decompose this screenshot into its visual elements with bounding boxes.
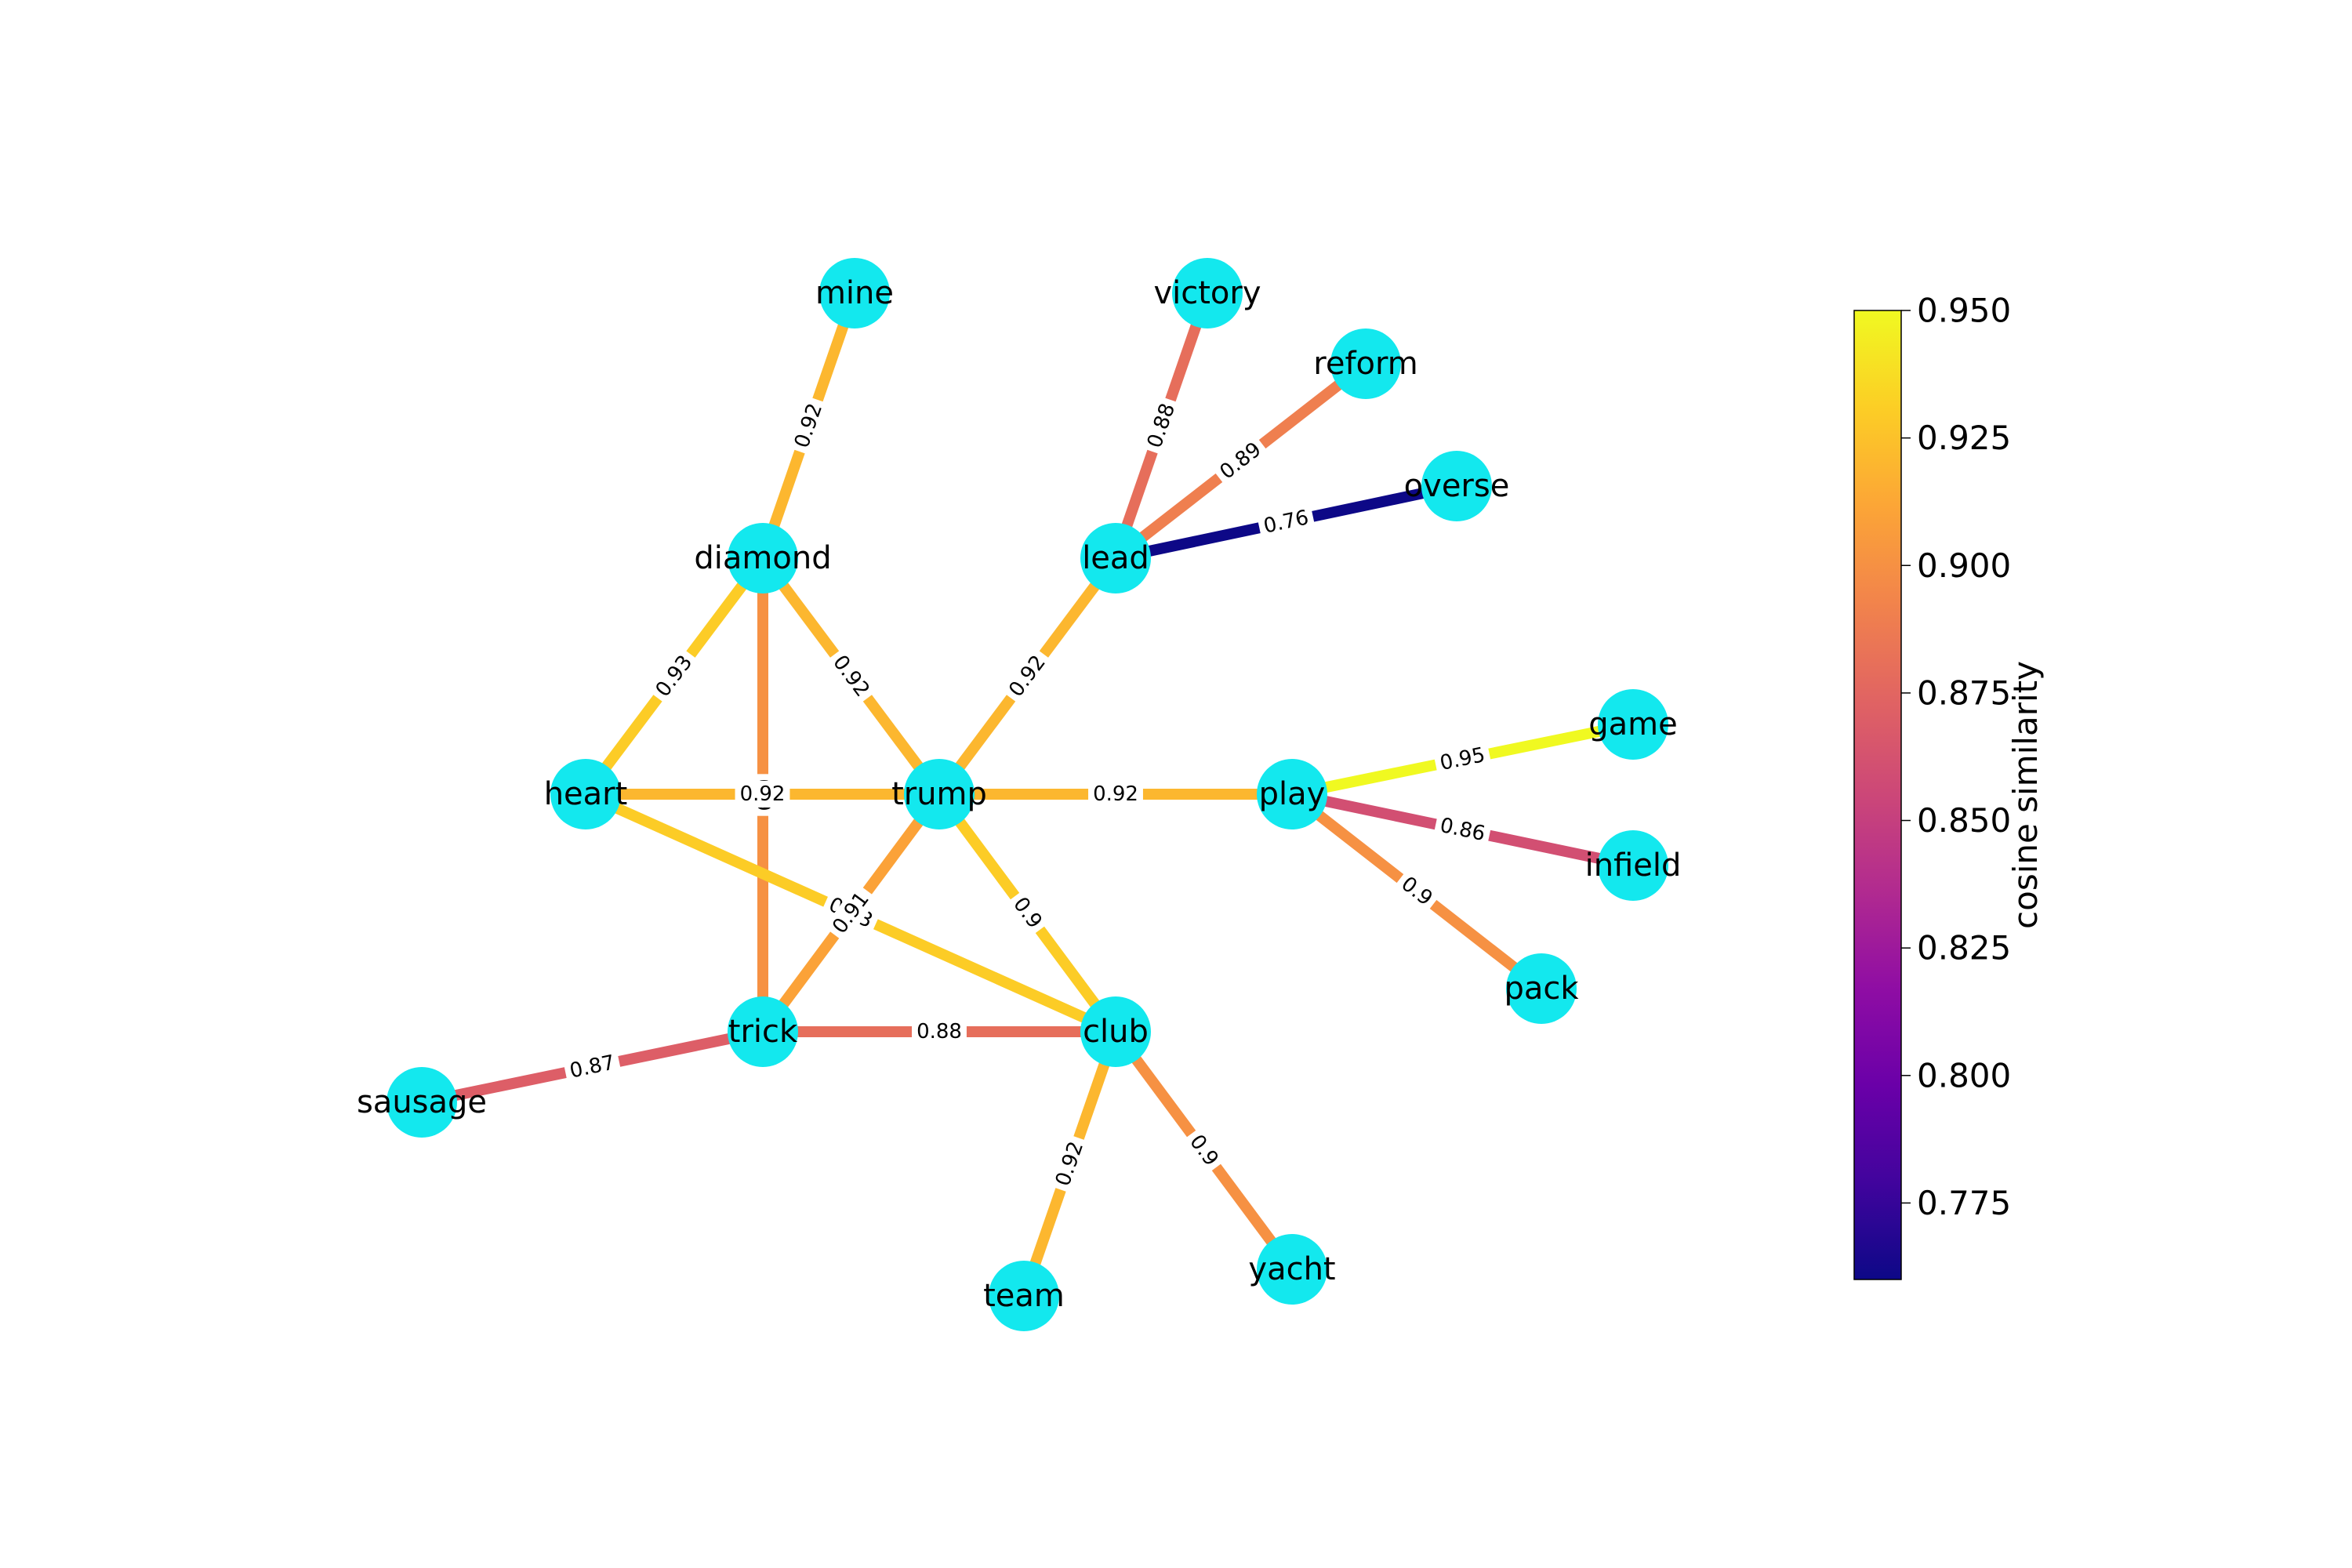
edge-label: 0.95: [1438, 743, 1487, 775]
node-yacht[interactable]: [1257, 1234, 1327, 1305]
edge-label: 0.87: [568, 1051, 617, 1083]
edge-label-background: [912, 1018, 967, 1045]
node-label-infield: infield: [1585, 848, 1682, 884]
edge-label: 0.86: [1438, 814, 1487, 846]
node-label-overse: overse: [1404, 468, 1510, 504]
colorbar-tick-label: 0.875: [1917, 673, 2011, 712]
node-trump[interactable]: [904, 759, 975, 829]
edge-label-group: 0.92: [1047, 1133, 1092, 1195]
node-label-victory: victory: [1153, 275, 1261, 311]
node-sausage[interactable]: [387, 1067, 457, 1138]
edge-label-background: [1210, 434, 1271, 488]
node-mine[interactable]: [819, 258, 890, 328]
colorbar-tick-label: 0.800: [1917, 1056, 2011, 1094]
node-lead[interactable]: [1080, 523, 1151, 593]
edge-label-group: 0.89: [1210, 434, 1271, 488]
nodes-layer: mine victory reform overse diamond lead heart t…: [357, 258, 1681, 1331]
edge-label-background: [824, 883, 878, 943]
node-label-pack: pack: [1504, 971, 1579, 1007]
node-infield[interactable]: [1598, 830, 1668, 901]
node-diamond[interactable]: [728, 523, 798, 593]
node-game[interactable]: [1598, 689, 1668, 760]
edge-label-background: [735, 781, 790, 808]
node-label-club: club: [1083, 1014, 1149, 1050]
node-label-heart: heart: [544, 776, 628, 812]
colorbar-tick-label: 0.850: [1917, 801, 2011, 840]
edge-label-background: [1256, 503, 1316, 541]
node-label-reform: reform: [1313, 346, 1417, 382]
colorbar-tick-label: 0.825: [1917, 929, 2011, 967]
edge-label-group: 0.92: [735, 781, 790, 808]
node-label-team: team: [983, 1278, 1065, 1314]
node-label-diamond: diamond: [694, 540, 831, 576]
edge-label-group: 0.95: [1432, 740, 1493, 779]
node-reform[interactable]: [1330, 328, 1401, 399]
edge-label-background: [562, 1048, 622, 1086]
node-victory[interactable]: [1172, 258, 1243, 328]
edge-label-group: 0.76: [1256, 503, 1316, 541]
edge-label-background: [647, 646, 702, 706]
edge-label-background: [1140, 395, 1183, 456]
edge-label: 0.92: [740, 782, 786, 806]
edge-label-background: [1432, 740, 1493, 779]
edge-label-background: [1088, 781, 1143, 808]
node-label-mine: mine: [815, 275, 894, 311]
edge-label: 0.76: [1261, 506, 1311, 538]
colorbar-tick-label: 0.925: [1917, 419, 2011, 457]
edge-label-group: 0.88: [1140, 395, 1183, 456]
node-label-game: game: [1588, 706, 1677, 742]
node-label-play: play: [1259, 776, 1326, 812]
edge-label-background: [1432, 811, 1493, 849]
node-play[interactable]: [1257, 759, 1327, 829]
node-club[interactable]: [1080, 996, 1151, 1067]
edge-label-background: [1047, 1133, 1092, 1195]
edge-label-group: 0.86: [1432, 811, 1493, 849]
edge-label: 0.88: [916, 1020, 962, 1044]
edge-label-background: [787, 395, 830, 456]
edge-label: 0.92: [1093, 782, 1138, 806]
node-label-yacht: yacht: [1248, 1251, 1335, 1287]
edge-label-group: 0.92: [787, 395, 830, 456]
edge-label-background: [823, 646, 879, 706]
colorbar-tick-label: 0.775: [1917, 1184, 2011, 1222]
edge-label-background: [1000, 646, 1055, 706]
node-label-trump: trump: [891, 776, 987, 812]
node-label-trick: trick: [728, 1014, 798, 1050]
colorbar: 0.775 0.800 0.825 0.850 0.875 0.900 0.925 0.950…: [1853, 292, 2045, 1280]
node-heart[interactable]: [550, 759, 621, 829]
node-trick[interactable]: [728, 996, 798, 1067]
edge-label-background: [1392, 868, 1442, 915]
colorbar-tick-label: 0.950: [1917, 292, 2011, 330]
edge-label-background: [1180, 1125, 1228, 1176]
edge-label-group: 0.88: [912, 1018, 967, 1045]
colorbar-title: cosine similarity: [2006, 661, 2045, 929]
node-pack[interactable]: [1506, 953, 1577, 1024]
node-overse[interactable]: [1421, 451, 1492, 521]
node-team[interactable]: [989, 1261, 1059, 1331]
node-label-lead: lead: [1082, 540, 1149, 576]
colorbar-tick-label: 0.900: [1917, 546, 2011, 585]
colorbar-gradient: [1853, 310, 1902, 1280]
colorbar-ticks: 0.775 0.800 0.825 0.850 0.875 0.900 0.925 0.950: [1901, 292, 2011, 1222]
edge-label-background: [1004, 887, 1051, 938]
edge-label-group: 0.87: [562, 1048, 622, 1086]
node-label-sausage: sausage: [357, 1084, 487, 1120]
edge-label-group: 0.92: [1088, 781, 1143, 808]
